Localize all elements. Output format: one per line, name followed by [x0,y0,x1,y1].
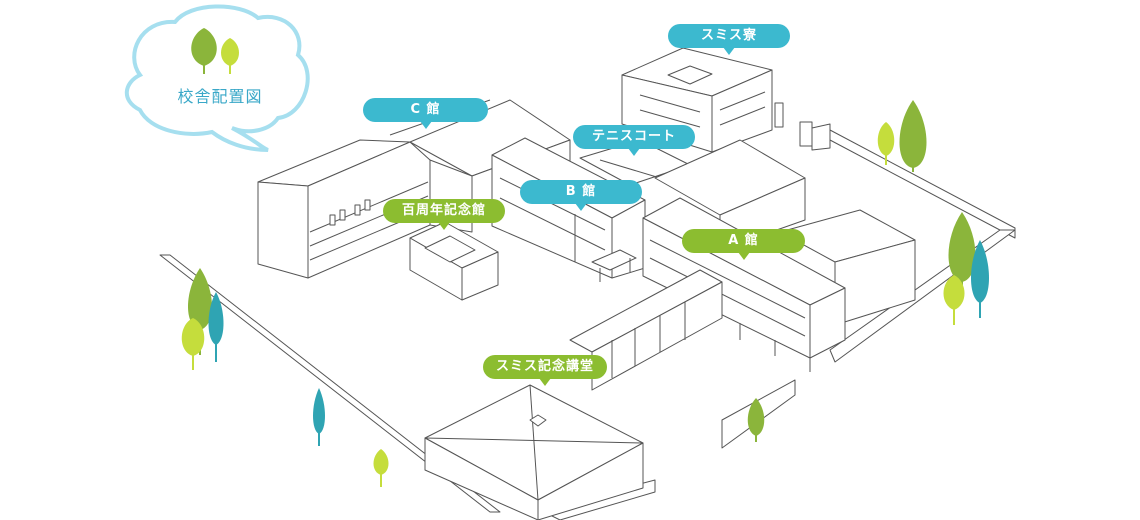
tree-icon [943,275,965,325]
tree-icon [313,388,325,446]
building-smith-auditorium [424,384,644,520]
label-smith-auditorium[interactable]: スミス記念講堂 [483,355,607,386]
tree-icon [208,292,224,362]
tree-icon [899,100,927,172]
label-tennis-court[interactable]: テニスコート [573,125,695,156]
label-a-hall[interactable]: A 館 [682,229,805,260]
building-central-block [654,139,916,326]
tree-icon [877,122,895,165]
tree-icon [747,398,765,442]
building-centennial-hall [409,221,499,301]
trees [181,100,989,487]
label-smith-dorm[interactable]: スミス寮 [668,24,790,55]
label-centennial-hall[interactable]: 百周年記念館 [383,199,505,230]
title-cloud [124,4,310,152]
tree-icon [971,240,989,318]
corridor [569,269,723,391]
map-title: 校舎配置図 [177,87,263,106]
label-c-hall[interactable]: C 館 [363,98,488,129]
label-b-hall[interactable]: B 館 [520,180,642,211]
tree-icon [181,318,205,370]
tree-icon [191,28,239,74]
tree-icon [373,449,389,487]
